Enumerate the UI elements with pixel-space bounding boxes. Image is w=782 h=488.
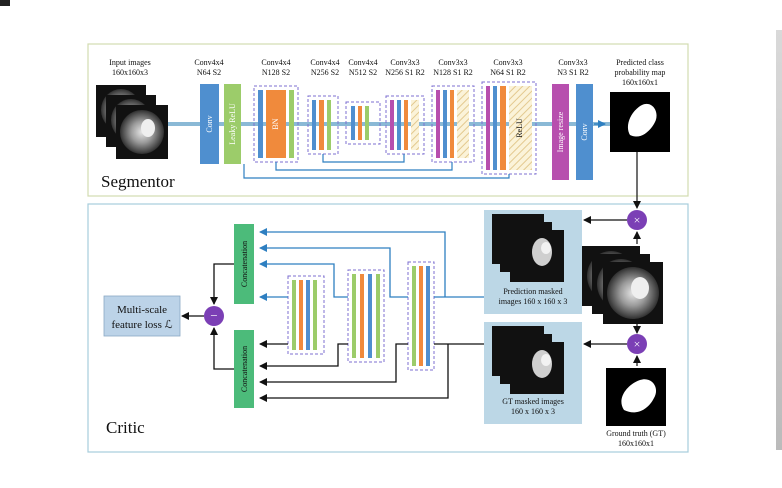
- layer-8-name: Conv3x3: [558, 58, 587, 67]
- concatenation-bottom-block: [234, 330, 254, 408]
- input-label-line1: Input images: [109, 58, 151, 67]
- layer-1-name: Conv4x4: [194, 58, 223, 67]
- layer-5-name: Conv3x3: [390, 58, 419, 67]
- relu-block: [509, 86, 532, 170]
- ground-truth-image: [606, 368, 666, 426]
- gt-caption-line1: GT masked images: [502, 397, 564, 406]
- multiply-bottom-symbol: ×: [634, 337, 641, 351]
- output-conv-block: [576, 84, 593, 180]
- minus-operator: [204, 306, 224, 326]
- multiply-top-symbol: ×: [634, 213, 641, 227]
- conv-block: [200, 84, 219, 164]
- layer-3-name: Conv4x4: [310, 58, 339, 67]
- layer-7-detail: N64 S1 R2: [490, 68, 526, 77]
- input-image-stack: [96, 85, 168, 159]
- loss-label-line2: feature loss ℒ: [111, 319, 172, 331]
- layer-2-detail: N128 S2: [262, 68, 290, 77]
- skip-connections: [243, 154, 510, 179]
- loss-label-line1: Multi-scale: [117, 304, 167, 316]
- output-conv-label: Conv: [580, 123, 589, 140]
- relu-label: ReLU: [515, 118, 524, 138]
- layer-8-detail: N3 S1 R2: [557, 68, 589, 77]
- bn-block: [266, 90, 286, 158]
- segmentor-title: Segmentor: [101, 172, 175, 191]
- prediction-caption-line2: images 160 x 160 x 3: [499, 297, 568, 306]
- multiply-bottom-operator: [627, 334, 647, 354]
- layer-6-group: [431, 85, 475, 163]
- image-resize-block: [552, 84, 569, 180]
- minus-symbol: −: [210, 308, 217, 323]
- critic-title: Critic: [106, 418, 145, 437]
- input-label-line2: 160x160x3: [112, 68, 148, 77]
- gt-caption-line2: 160 x 160 x 3: [511, 407, 555, 416]
- ground-truth-label-line2: 160x160x1: [618, 439, 654, 448]
- multi-scale-loss-box: [103, 295, 181, 337]
- prediction-masked-stack: [492, 214, 564, 282]
- concatenation-bottom-label: Concatenation: [240, 346, 249, 392]
- concatenation-top-block: [234, 224, 254, 304]
- leaky-relu-block: [224, 84, 241, 164]
- layer-4-detail: N512 S2: [349, 68, 377, 77]
- layer-1-detail: N64 S2: [197, 68, 221, 77]
- prediction-path-arrows: [259, 228, 484, 301]
- critic-layer-2-group: [347, 269, 385, 363]
- gt-masked-stack: [492, 326, 564, 394]
- scrollbar-edge: [776, 30, 782, 450]
- concatenation-top-label: Concatenation: [240, 241, 249, 287]
- output-label-line1: Predicted class: [616, 58, 664, 67]
- layer-3-detail: N256 S2: [311, 68, 339, 77]
- multiply-top-operator: [627, 210, 647, 230]
- output-label-line3: 160x160x1: [622, 78, 658, 87]
- critic-layer-1-group: [287, 275, 325, 355]
- layer-4-group: [345, 101, 381, 145]
- critic-layer-3-group: [407, 261, 435, 371]
- output-label-line2: probability map: [615, 68, 666, 77]
- critic-panel: [87, 203, 689, 453]
- input-brain-stack-critic: [582, 246, 663, 324]
- predicted-probability-map: [610, 92, 670, 152]
- segmentor-panel: [87, 43, 689, 197]
- gt-path-arrows: [259, 340, 484, 402]
- layer-5-group: [385, 95, 425, 155]
- leaky-relu-label: Leaky ReLU: [228, 103, 237, 145]
- ground-truth-label-line1: Ground truth (GT): [606, 429, 666, 438]
- corner-mark: [0, 0, 10, 6]
- layer-6-detail: N128 S1 R2: [433, 68, 473, 77]
- layer-4-name: Conv4x4: [348, 58, 377, 67]
- conv-block-label: Conv: [205, 115, 214, 132]
- bn-label: BN: [271, 118, 280, 129]
- layer-7-name: Conv3x3: [493, 58, 522, 67]
- layer-5-detail: N256 S1 R2: [385, 68, 425, 77]
- layer-2-name: Conv4x4: [261, 58, 290, 67]
- image-resize-label: Image resize: [556, 111, 565, 152]
- prediction-caption-line1: Prediction masked: [503, 287, 562, 296]
- layer-6-name: Conv3x3: [438, 58, 467, 67]
